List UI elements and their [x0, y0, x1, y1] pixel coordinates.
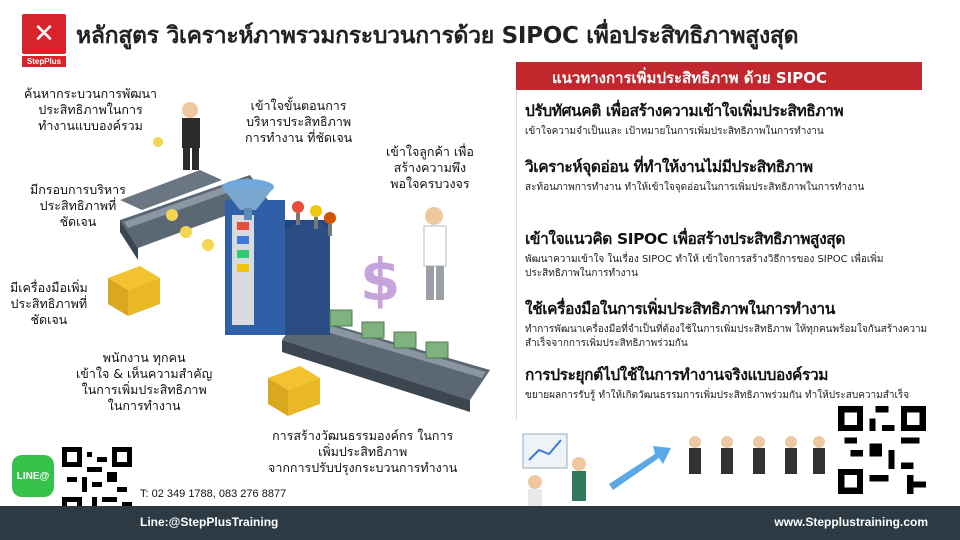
point-title: ปรับทัศนคติ เพื่อสร้างความเข้าใจเพิ่มประ… [525, 102, 844, 120]
point-desc: ทำการพัฒนาเครื่องมือที่จำเป็นที่ต้องใช้ใ… [525, 324, 928, 349]
point-item: วิเคราะห์จุดอ่อน ที่ทำให้งานไม่มีประสิทธ… [525, 154, 929, 195]
footer-bar: Line:@StepPlusTraining www.Stepplustrain… [0, 506, 960, 540]
label-understand-steps: เข้าใจขั้นตอนการ บริหารประสิทธิภาพ การทำ… [245, 98, 353, 145]
point-desc: เข้าใจความจำเป็นและ เป้าหมายในการเพิ่มปร… [525, 126, 824, 137]
point-desc: พัฒนาความเข้าใจ ในเรื่อง SIPOC ทำให้ เข้… [525, 254, 884, 279]
label-tools: มีเครื่องมือเพิ่ม ประสิทธิภาพที่ ชัดเจน [10, 280, 88, 327]
team-growth-illustration [505, 420, 835, 516]
label-framework: มีกรอบการบริหาร ประสิทธิภาพที่ ชัดเจน [30, 182, 126, 229]
phone-number: T: 02 349 1788, 083 276 8877 [140, 488, 287, 500]
label-employees: พนักงาน ทุกคน เข้าใจ & เห็นความสำคัญ ในก… [76, 350, 213, 413]
point-title: การประยุกต์ไปใช้ในการทำงานจริงแบบองค์รวม [525, 366, 829, 384]
page-title: หลักสูตร วิเคราะห์ภาพรวมกระบวนการด้วย SI… [76, 23, 799, 49]
point-desc: ขยายผลการรับรู้ ทำให้เกิดวัฒนธรรมการเพิ่… [525, 390, 910, 401]
growth-arrow-icon [522, 433, 825, 515]
label-culture: การสร้างวัฒนธรรมองค์กร ในการ เพิ่มประสิท… [268, 428, 458, 475]
point-item: การประยุกต์ไปใช้ในการทำงานจริงแบบองค์รวม… [525, 362, 929, 403]
logo-brand: StepPlus [22, 56, 66, 67]
point-title: ใช้เครื่องมือในการเพิ่มประสิทธิภาพในการท… [525, 300, 835, 318]
point-title: วิเคราะห์จุดอ่อน ที่ทำให้งานไม่มีประสิทธ… [525, 158, 813, 176]
process-illustration: $ ค้นหากระบวนการพัฒนา ประสิทธิภาพในการ ท… [0, 70, 510, 500]
svg-text:$: $ [360, 246, 400, 314]
website-link[interactable]: www.Stepplustraining.com [774, 515, 928, 529]
right-panel-header: แนวทางการเพิ่มประสิทธิภาพ ด้วย SIPOC [516, 62, 922, 90]
point-desc: สะท้อนภาพการทำงาน ทำให้เข้าใจจุดอ่อนในกา… [525, 182, 865, 193]
right-panel: ปรับทัศนคติ เพื่อสร้างความเข้าใจเพิ่มประ… [516, 90, 928, 420]
qr-code-icon[interactable] [838, 406, 926, 494]
conveyor-machine-icon: $ [108, 102, 490, 416]
point-item: ใช้เครื่องมือในการเพิ่มประสิทธิภาพในการท… [525, 296, 929, 351]
line-id[interactable]: Line:@StepPlusTraining [140, 515, 279, 529]
line-icon[interactable]: LINE@ [12, 455, 54, 497]
point-title: เข้าใจแนวคิด SIPOC เพื่อสร้างประสิทธิภาพ… [525, 230, 846, 248]
label-understand-customer: เข้าใจลูกค้า เพื่อ สร้างความพึง พอใจครบว… [386, 144, 474, 191]
point-item: ปรับทัศนคติ เพื่อสร้างความเข้าใจเพิ่มประ… [525, 98, 929, 139]
stepplus-logo-icon: ✕ StepPlus [22, 14, 66, 68]
point-item: เข้าใจแนวคิด SIPOC เพื่อสร้างประสิทธิภาพ… [525, 226, 929, 281]
label-find-process: ค้นหากระบวนการพัฒนา ประสิทธิภาพในการ ทำง… [24, 86, 158, 133]
